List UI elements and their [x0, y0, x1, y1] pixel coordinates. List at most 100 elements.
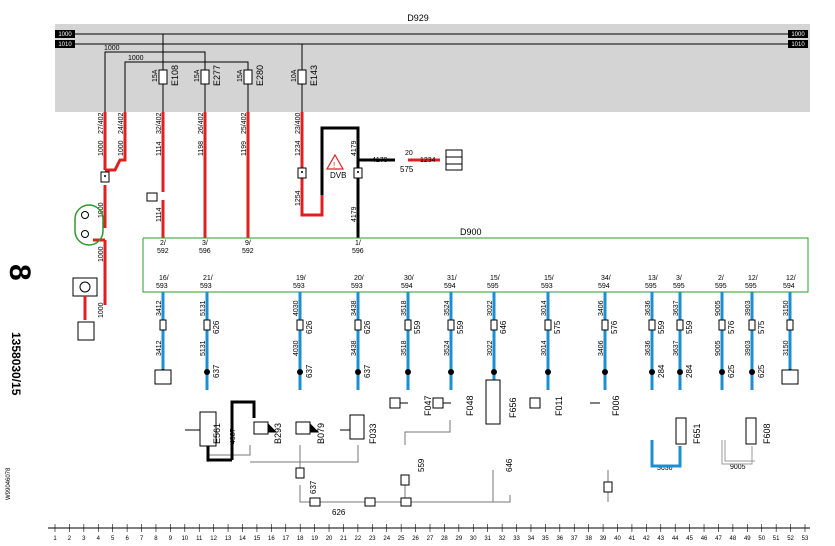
- wire-number: 9005: [715, 300, 722, 316]
- svg-text:15A: 15A: [194, 69, 201, 82]
- pin-connector: 593: [541, 283, 553, 290]
- pin-connector: 594: [401, 283, 413, 290]
- component-ref: 576: [610, 320, 619, 334]
- component-ref-2: 625: [757, 364, 766, 378]
- wire-number: 4030: [293, 300, 300, 316]
- svg-text:1234: 1234: [295, 140, 302, 156]
- splice-marker: [354, 319, 362, 331]
- end-connector: [154, 369, 172, 385]
- svg-text:E561: E561: [212, 423, 222, 444]
- ruler-label: 33: [513, 536, 520, 542]
- ruler-label: 30: [470, 536, 477, 542]
- f608-sensor: [745, 417, 757, 445]
- wire-575-label: 575: [400, 165, 414, 174]
- component-ref: 646: [499, 320, 508, 334]
- ruler-label: 38: [585, 536, 592, 542]
- ruler-label: 22: [355, 536, 362, 542]
- fuses: 15A E108 15A E277 15A E280 10A E143: [152, 65, 319, 86]
- ruler-label: 9: [169, 536, 173, 542]
- ruler-label: 34: [528, 536, 535, 542]
- lower-splices: [295, 467, 613, 507]
- ruler-label: 23: [369, 536, 376, 542]
- ruler-label: 3: [82, 536, 86, 542]
- ruler-label: 47: [715, 536, 722, 542]
- ruler-label: 20: [326, 536, 333, 542]
- svg-text:1010: 1010: [58, 42, 72, 48]
- pin-connector: 595: [673, 283, 685, 290]
- ruler-label: 21: [340, 536, 347, 542]
- pin-number: 12/: [786, 275, 796, 282]
- component-ref-2: 284: [657, 364, 666, 378]
- pin-number: 30/: [404, 275, 414, 282]
- wire-number-2: 3518: [401, 340, 408, 356]
- svg-text:F608: F608: [762, 423, 772, 444]
- splice-marker: [490, 319, 498, 331]
- ruler-label: 7: [140, 536, 144, 542]
- f011-switch: [529, 397, 541, 409]
- wire-number-2: 3022: [487, 340, 494, 356]
- svg-text:!: !: [333, 161, 335, 170]
- wire-20-label: 20: [405, 150, 413, 157]
- ruler-label: 41: [629, 536, 636, 542]
- ruler-label: 53: [802, 536, 809, 542]
- terminal-dot: [448, 369, 454, 375]
- wire-number: 3518: [401, 300, 408, 316]
- ruler-label: 28: [441, 536, 448, 542]
- b079-valve: [295, 421, 320, 435]
- component-ref-2: 637: [363, 364, 372, 378]
- component-labels: E561 B293 B079 F033 F047 F048 F656 F011 …: [212, 395, 772, 444]
- wire-number-2: 4030: [293, 340, 300, 356]
- pin-number: 15/: [490, 275, 500, 282]
- pin-connector: 594: [783, 283, 795, 290]
- black-wires-upper: [320, 126, 395, 238]
- svg-text:1000: 1000: [118, 140, 125, 156]
- svg-text:15A: 15A: [237, 69, 244, 82]
- svg-text:F047: F047: [423, 395, 433, 416]
- pin-connector: 595: [745, 283, 757, 290]
- ruler-label: 29: [456, 536, 463, 542]
- d900-module: [142, 237, 809, 293]
- svg-text:596: 596: [352, 248, 364, 255]
- connector-small-upper: [445, 149, 463, 171]
- ruler-label: 35: [542, 536, 549, 542]
- splice-marker: [718, 319, 726, 331]
- ruler-label: 18: [297, 536, 304, 542]
- ruler-label: 50: [758, 536, 765, 542]
- pin-number: 20/: [354, 275, 364, 282]
- svg-text:E277: E277: [212, 65, 222, 86]
- pin-number: 3/: [676, 275, 682, 282]
- svg-text:F048: F048: [465, 395, 475, 416]
- pin-connector: 593: [200, 283, 212, 290]
- component-ref: 575: [553, 320, 562, 334]
- component-ref: 575: [757, 320, 766, 334]
- pin-connector: 594: [444, 283, 456, 290]
- svg-text:E280: E280: [255, 65, 265, 86]
- svg-text:1000: 1000: [58, 32, 72, 38]
- branch-label-2: 1000: [128, 55, 144, 62]
- splice-marker: [203, 319, 211, 331]
- ruler-label: 52: [787, 536, 794, 542]
- wire-1234-label: 1234: [420, 157, 436, 164]
- pin-number: 19/: [296, 275, 306, 282]
- wire-number: 3406: [598, 300, 605, 316]
- lower-label-3636: 3636: [657, 465, 673, 472]
- svg-text:24/402: 24/402: [118, 112, 125, 134]
- lower-pin-columns: 16/5933412341221/5935131626513163719/593…: [154, 275, 799, 390]
- svg-text:E108: E108: [170, 65, 180, 86]
- svg-text:25/402: 25/402: [241, 112, 248, 134]
- wire-number: 3412: [156, 300, 163, 316]
- ruler-label: 51: [773, 536, 780, 542]
- ruler-label: 11: [196, 536, 203, 542]
- header-band: [55, 24, 810, 112]
- ruler-label: 1: [53, 536, 57, 542]
- splice-marker: [447, 319, 455, 331]
- f651-sensor: [675, 417, 687, 445]
- pin-number: 15/: [544, 275, 554, 282]
- svg-text:B079: B079: [316, 423, 326, 444]
- wire-number: 3022: [487, 300, 494, 316]
